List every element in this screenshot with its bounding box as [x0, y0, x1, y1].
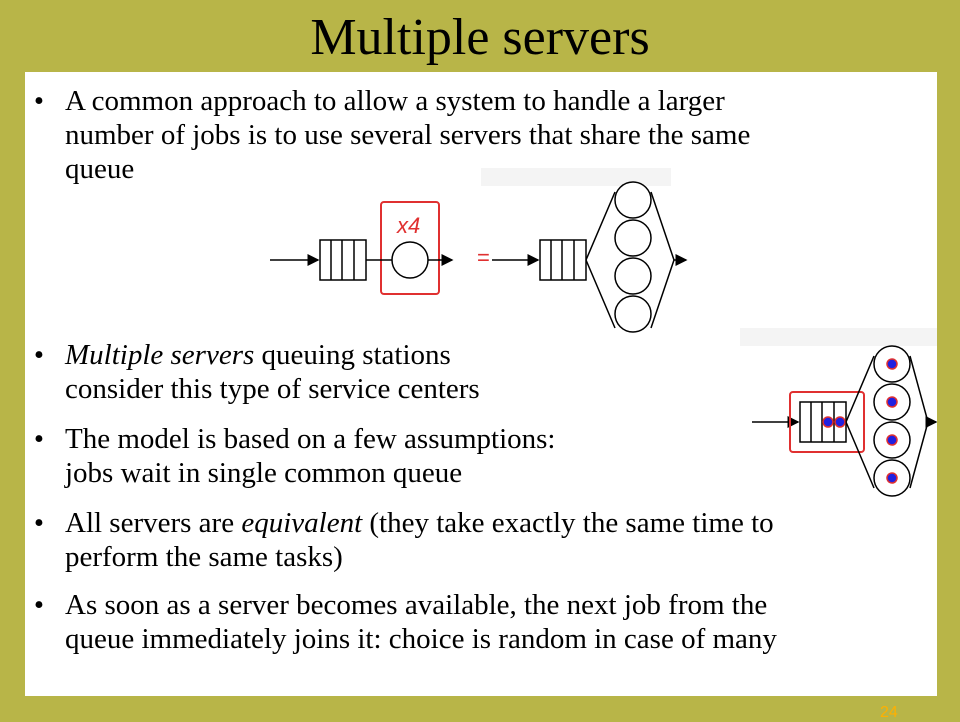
bullet-1-text: A common approach to allow a system to h…: [65, 84, 750, 186]
multi-server-equivalence-diagram: x4 =: [270, 168, 688, 333]
slide-title: Multiple servers: [310, 9, 650, 66]
fan-out-lines: [909, 355, 929, 489]
bullet-4-pre: All servers are: [65, 507, 242, 539]
bullet-1-line-3: queue: [65, 153, 135, 185]
bullet-3-line-2: jobs wait in single common queue: [65, 457, 463, 489]
bullet-4-line-2: perform the same tasks): [65, 541, 343, 573]
fan-in-lines: [585, 191, 616, 329]
bullet-1-line-2: number of jobs is to use several servers…: [65, 119, 751, 151]
multiplier-label: x4: [396, 213, 420, 238]
queued-job: [834, 416, 846, 428]
queue-highlight-box: [789, 391, 865, 453]
figure-header-band: [740, 328, 937, 346]
slide-content: • A common approach to allow a system to…: [25, 72, 937, 696]
bullet-2-italic-lead: Multiple servers: [65, 339, 255, 371]
bullet-2-line-2: consider this type of service centers: [65, 373, 480, 405]
bullet-5-line-1: As soon as a server becomes available, t…: [65, 589, 768, 621]
bullet-dot: •: [33, 589, 45, 621]
fan-out-lines: [650, 191, 675, 329]
multiplier-box: [380, 201, 440, 295]
equals-sign: =: [477, 245, 490, 270]
bullet-dot: •: [33, 507, 45, 539]
server-bank: [614, 181, 652, 333]
bullet-dot: •: [33, 423, 45, 455]
bullet-3-line-1: The model is based on a few assumptions:: [65, 423, 556, 455]
bullet-1-line-1: A common approach to allow a system to h…: [65, 85, 725, 117]
bullet-dot: •: [33, 339, 45, 371]
bullet-2-text: Multiple servers queuing stations consid…: [65, 338, 480, 406]
busy-servers-diagram: [740, 328, 937, 497]
figure-header-band: [481, 168, 671, 186]
jobs-in-service: [886, 358, 898, 484]
bullet-5-line-2: queue immediately joins it: choice is ra…: [65, 623, 777, 655]
queue-buffer: [319, 239, 367, 281]
bullet-dot: •: [33, 85, 45, 117]
bullet-4-italic: equivalent: [241, 507, 363, 539]
bullet-5-text: As soon as a server becomes available, t…: [65, 588, 777, 656]
bullet-4-text: All servers are equivalent (they take ex…: [65, 506, 774, 574]
bullet-2-line-1: queuing stations: [254, 339, 451, 371]
fan-in-lines: [845, 355, 875, 489]
page-number: 24: [880, 704, 898, 721]
server-circle: [391, 241, 429, 279]
queued-job: [822, 416, 834, 428]
bullet-4-post: (they take exactly the same time to: [362, 507, 774, 539]
queue-buffer-right: [539, 239, 587, 281]
bullet-3-text: The model is based on a few assumptions:…: [65, 422, 556, 490]
